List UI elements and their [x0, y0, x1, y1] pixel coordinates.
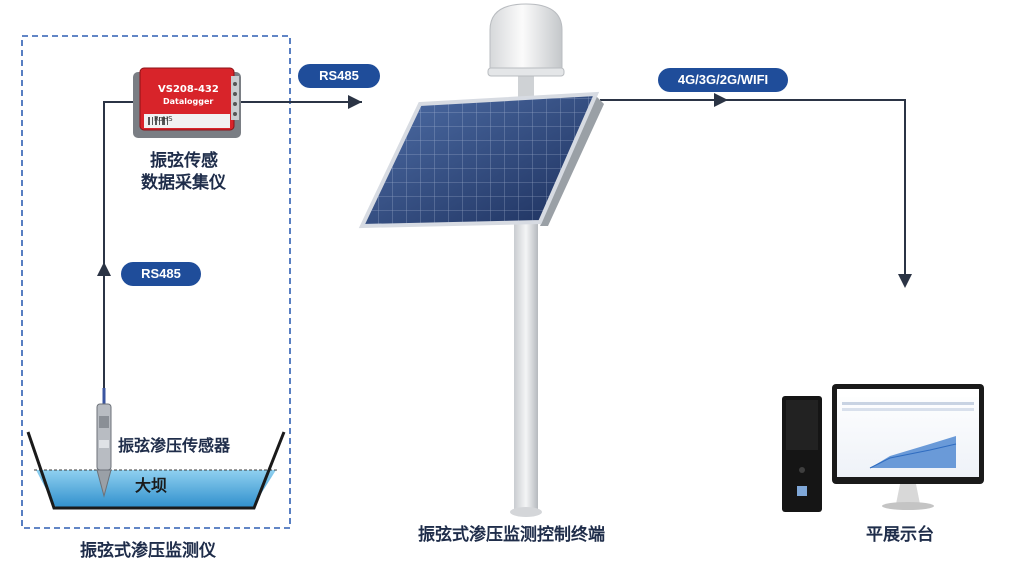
sensor-label: 振弦渗压传感器 — [118, 432, 230, 456]
platform-label: 平展示台 — [866, 520, 934, 545]
group-label: 振弦式渗压监测仪 — [80, 536, 216, 561]
dam-label: 大坝 — [135, 472, 167, 496]
sensor-to-logger-line — [104, 102, 135, 395]
arrow-right-icon — [348, 95, 362, 109]
computer-icon — [782, 384, 984, 512]
logger-name-text: Datalogger — [163, 97, 213, 106]
station-label: 振弦式渗压监测控制终端 — [418, 520, 605, 545]
logger-model-text: VS208-432 — [158, 84, 219, 95]
arrow-right-icon — [714, 93, 728, 107]
logger-label-line2: 数据采集仪 — [141, 168, 226, 193]
arrow-down-icon — [898, 274, 912, 288]
station-to-platform-line — [600, 100, 905, 286]
rs485-pill-horizontal: RS485 — [298, 64, 380, 88]
logger-cert-text: RoHS — [154, 115, 173, 123]
arrow-up-icon — [97, 262, 111, 276]
rs485-pill-vertical: RS485 — [121, 262, 201, 286]
solar-station-icon — [362, 4, 604, 517]
wireless-pill: 4G/3G/2G/WIFI — [658, 68, 788, 92]
